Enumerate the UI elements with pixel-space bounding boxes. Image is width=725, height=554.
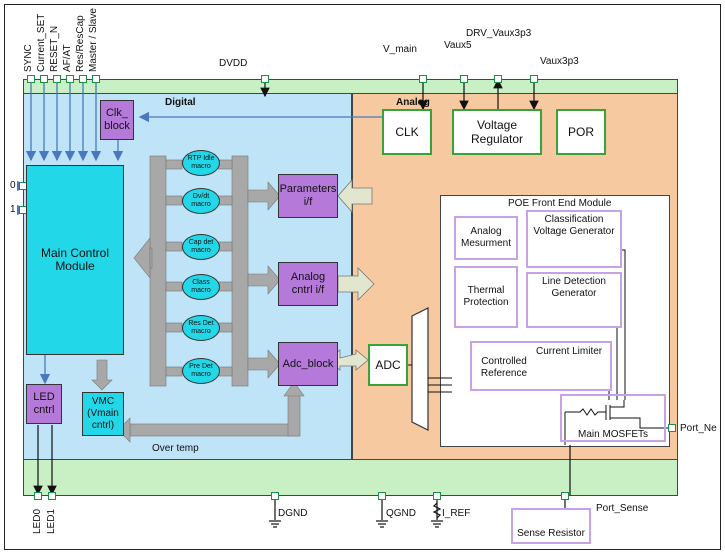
analog-title: Analog <box>396 97 430 108</box>
pin-label-reset-n: RESET_N <box>49 25 60 72</box>
pin-label-res-rescap: Res/ResCap <box>75 15 86 72</box>
pin-label-0: 0 <box>10 180 16 191</box>
pin-pad-af-at <box>66 75 74 83</box>
label-vaux3p3: Vaux3p3 <box>540 56 579 67</box>
pin-label-master-slave: Master / Slave <box>88 8 99 72</box>
poe-title: POE Front End Module <box>508 198 612 209</box>
class-macro: Class macro <box>182 274 220 300</box>
parameters-if-block: Parameters i/f <box>278 174 338 218</box>
por-block: POR <box>556 109 606 155</box>
res-det-macro: Res Det macro <box>182 315 220 341</box>
label-over-temp: Over temp <box>152 443 199 454</box>
pin-pad-dvdd <box>261 75 269 83</box>
pin-pad-vaux3p3 <box>530 75 538 83</box>
label-led0: LED0 <box>32 508 43 534</box>
main-mosfets-label: Main MOSFETs <box>578 429 649 440</box>
label-led1: LED1 <box>46 508 57 534</box>
sense-resistor-label: Sense Resistor <box>517 528 585 539</box>
classification-label: Classification Voltage Generator <box>533 214 615 237</box>
pin-label-1: 1 <box>10 204 16 215</box>
pin-pad-i-ref <box>433 492 441 500</box>
line-detection-generator-block: Line Detection Generator <box>526 272 622 328</box>
label-drv-vaux3p3: DRV_Vaux3p3 <box>466 28 532 39</box>
digital-title: Digital <box>165 97 196 108</box>
voltage-regulator-block: Voltage Regulator <box>452 109 542 155</box>
pin-label-af-at: AF/AT <box>62 44 73 72</box>
clk-analog-block: CLK <box>382 109 432 155</box>
clk-block: Clk_ block <box>100 100 134 140</box>
led-cntrl-block: LED cntrl <box>26 384 62 424</box>
main-control-module: Main Control Module <box>26 165 124 355</box>
label-qgnd: QGND <box>386 508 416 519</box>
label-dvdd: DVDD <box>219 58 248 69</box>
line-detection-label: Line Detection Generator <box>542 276 606 299</box>
rtp-idle-macro: RTP Idle macro <box>182 150 220 176</box>
vmc-block: VMC (Vmain cntrl) <box>82 392 124 436</box>
label-i-ref: I_REF <box>442 508 471 519</box>
pin-label-sync: SYNC <box>23 44 34 72</box>
thermal-protection-block: Thermal Protection <box>454 266 518 328</box>
pin-pad-dgnd <box>271 492 279 500</box>
pin-pad-vaux5 <box>460 75 468 83</box>
pin-pad-port-sense <box>561 492 569 500</box>
classification-voltage-generator-block: Classification Voltage Generator <box>526 210 622 268</box>
pin-pad-res-rescap <box>79 75 87 83</box>
pin-pad-drv-vaux3p3 <box>494 75 502 83</box>
dv-dt-macro: Dv/dt macro <box>182 188 220 214</box>
current-limiter-label: Current Limiter <box>536 346 603 357</box>
label-v-main: V_main <box>383 44 417 55</box>
label-port-ne: Port_Ne <box>680 423 717 434</box>
label-vaux5: Vaux5 <box>444 40 472 51</box>
pin-pad-master-slave <box>92 75 100 83</box>
pin-pad-led0 <box>34 492 42 500</box>
pre-det-macro: Pre Det macro <box>182 358 220 384</box>
cap-det-macro: Cap det macro <box>182 234 220 260</box>
pin-pad-qgnd <box>378 492 386 500</box>
pin-pad-reset-n <box>53 75 61 83</box>
sense-resistor-block: Sense Resistor <box>511 508 591 544</box>
controlled-reference-label: Controlled Reference <box>480 356 528 379</box>
pin-pad-port-ne <box>668 424 676 432</box>
adc-analog-block: ADC <box>368 344 408 386</box>
pin-pad-sync <box>27 75 35 83</box>
diagram-frame <box>4 4 721 550</box>
main-mosfets-block <box>560 394 666 442</box>
pin-pad-current-set <box>40 75 48 83</box>
label-port-sense: Port_Sense <box>596 503 649 514</box>
pin-pad-v-main <box>419 75 427 83</box>
pin-pad-led1 <box>48 492 56 500</box>
analog-measurement-block: Analog Mesurment <box>454 216 518 260</box>
adc-block: Adc_block <box>278 342 338 386</box>
pin-label-current-set: Current_SET <box>36 13 47 72</box>
label-dgnd: DGND <box>278 508 308 519</box>
analog-cntrl-if-block: Analog cntrl i/f <box>278 262 338 306</box>
controlled-reference-block <box>470 341 612 391</box>
